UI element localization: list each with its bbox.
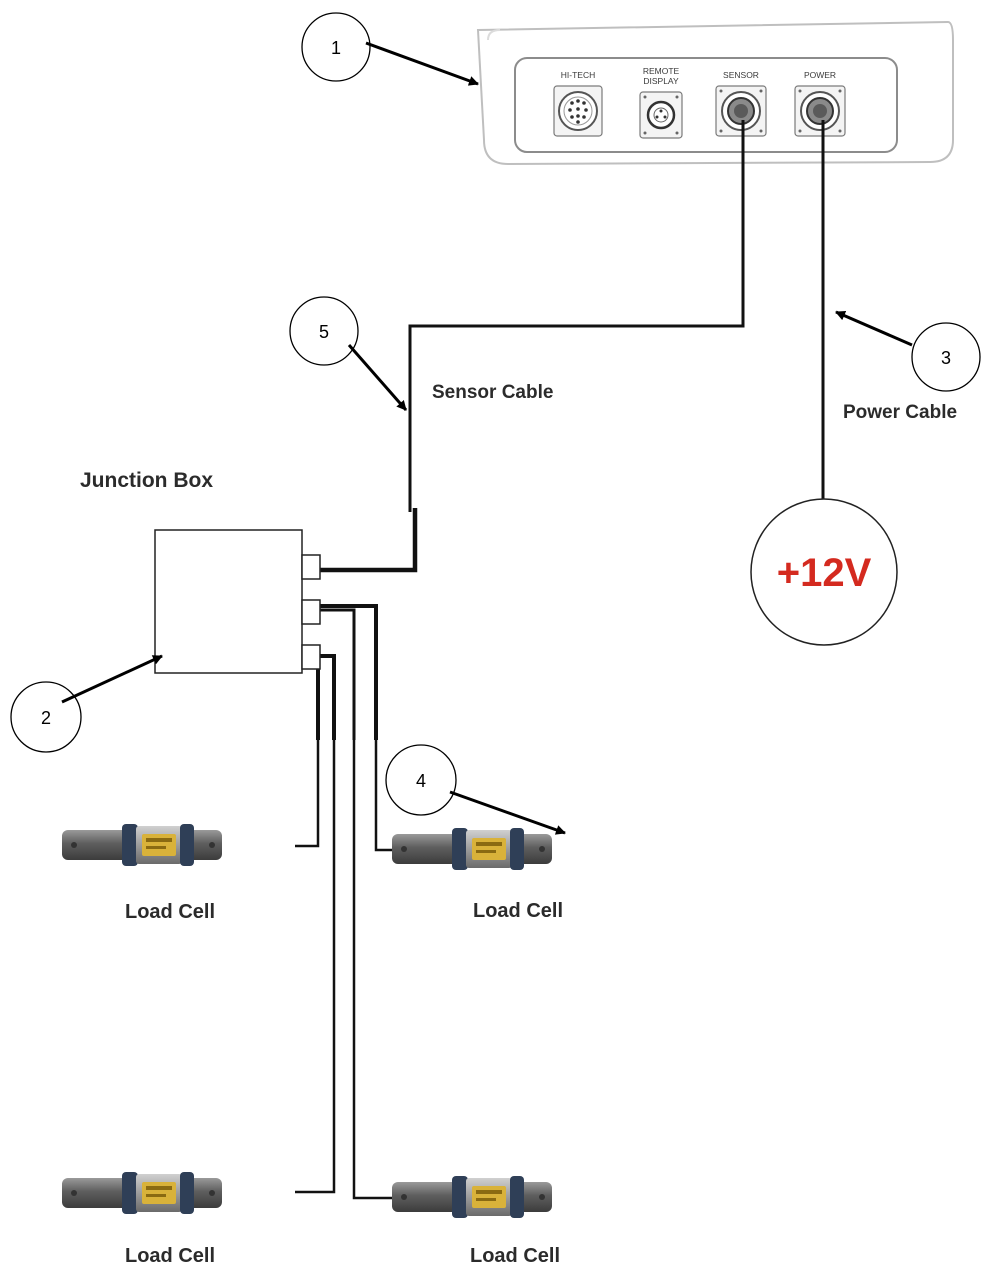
sensor-cable-end bbox=[320, 508, 418, 573]
load-cell-label: Load Cell bbox=[470, 1245, 560, 1266]
load-cell-cable bbox=[320, 608, 356, 740]
callout-number: 5 bbox=[319, 322, 329, 342]
callout-arrow bbox=[61, 654, 163, 704]
callout-2: 2 bbox=[10, 654, 163, 753]
cables bbox=[295, 120, 825, 1200]
load-cell-cable bbox=[352, 740, 392, 1200]
callout-arrow bbox=[365, 41, 479, 86]
load-cell-cable bbox=[295, 740, 320, 848]
port-label: HI-TECH bbox=[561, 70, 595, 80]
callout-5: 5 bbox=[289, 296, 408, 411]
load-cell-label: Load Cell bbox=[125, 901, 215, 923]
callout-arrow bbox=[835, 310, 913, 347]
junction-connector-sensor[interactable] bbox=[301, 554, 321, 580]
load-cell-cable bbox=[320, 604, 378, 740]
load-cell-bottom-left bbox=[62, 1172, 222, 1214]
port-remote-display[interactable]: REMOTE DISPLAY bbox=[639, 66, 683, 139]
callout-number: 1 bbox=[331, 38, 341, 58]
callout-arrow bbox=[449, 790, 566, 835]
port-sensor[interactable]: SENSOR bbox=[715, 70, 767, 137]
junction-connector-load-a[interactable] bbox=[301, 599, 321, 625]
sensor-cable bbox=[408, 120, 745, 512]
callout-number: 3 bbox=[941, 348, 951, 368]
port-hitech[interactable]: HI-TECH bbox=[553, 70, 603, 137]
callout-number: 2 bbox=[41, 708, 51, 728]
load-cell-label: Load Cell bbox=[473, 900, 563, 922]
load-cell-top-right bbox=[392, 828, 552, 870]
port-power[interactable]: POWER bbox=[794, 70, 846, 137]
port-label: DISPLAY bbox=[643, 76, 679, 86]
callout-4: 4 bbox=[385, 744, 566, 835]
port-label: POWER bbox=[804, 70, 836, 80]
load-cell-cable bbox=[320, 654, 336, 740]
port-label: SENSOR bbox=[723, 70, 759, 80]
junction-box bbox=[154, 529, 321, 674]
callout-number: 4 bbox=[416, 771, 426, 791]
load-cell-label: Load Cell bbox=[125, 1245, 215, 1266]
junction-box-label: Junction Box bbox=[80, 469, 213, 492]
power-source-label: +12V bbox=[777, 551, 872, 595]
junction-connector-load-b[interactable] bbox=[301, 644, 321, 670]
power-cable-label: Power Cable bbox=[843, 402, 957, 423]
power-source: +12V bbox=[750, 498, 898, 646]
callout-1: 1 bbox=[301, 12, 479, 86]
port-label: REMOTE bbox=[643, 66, 680, 76]
load-cell-cable bbox=[295, 740, 336, 1194]
sensor-cable-label: Sensor Cable bbox=[432, 382, 553, 403]
callout-3: 3 bbox=[835, 310, 981, 392]
load-cell-bottom-right bbox=[392, 1176, 552, 1218]
display-unit: HI-TECH REMOTE DISPLAY SENSOR bbox=[476, 20, 954, 166]
callout-arrow bbox=[347, 344, 408, 411]
load-cell-cable bbox=[374, 740, 392, 852]
load-cell-top-left bbox=[62, 824, 222, 866]
